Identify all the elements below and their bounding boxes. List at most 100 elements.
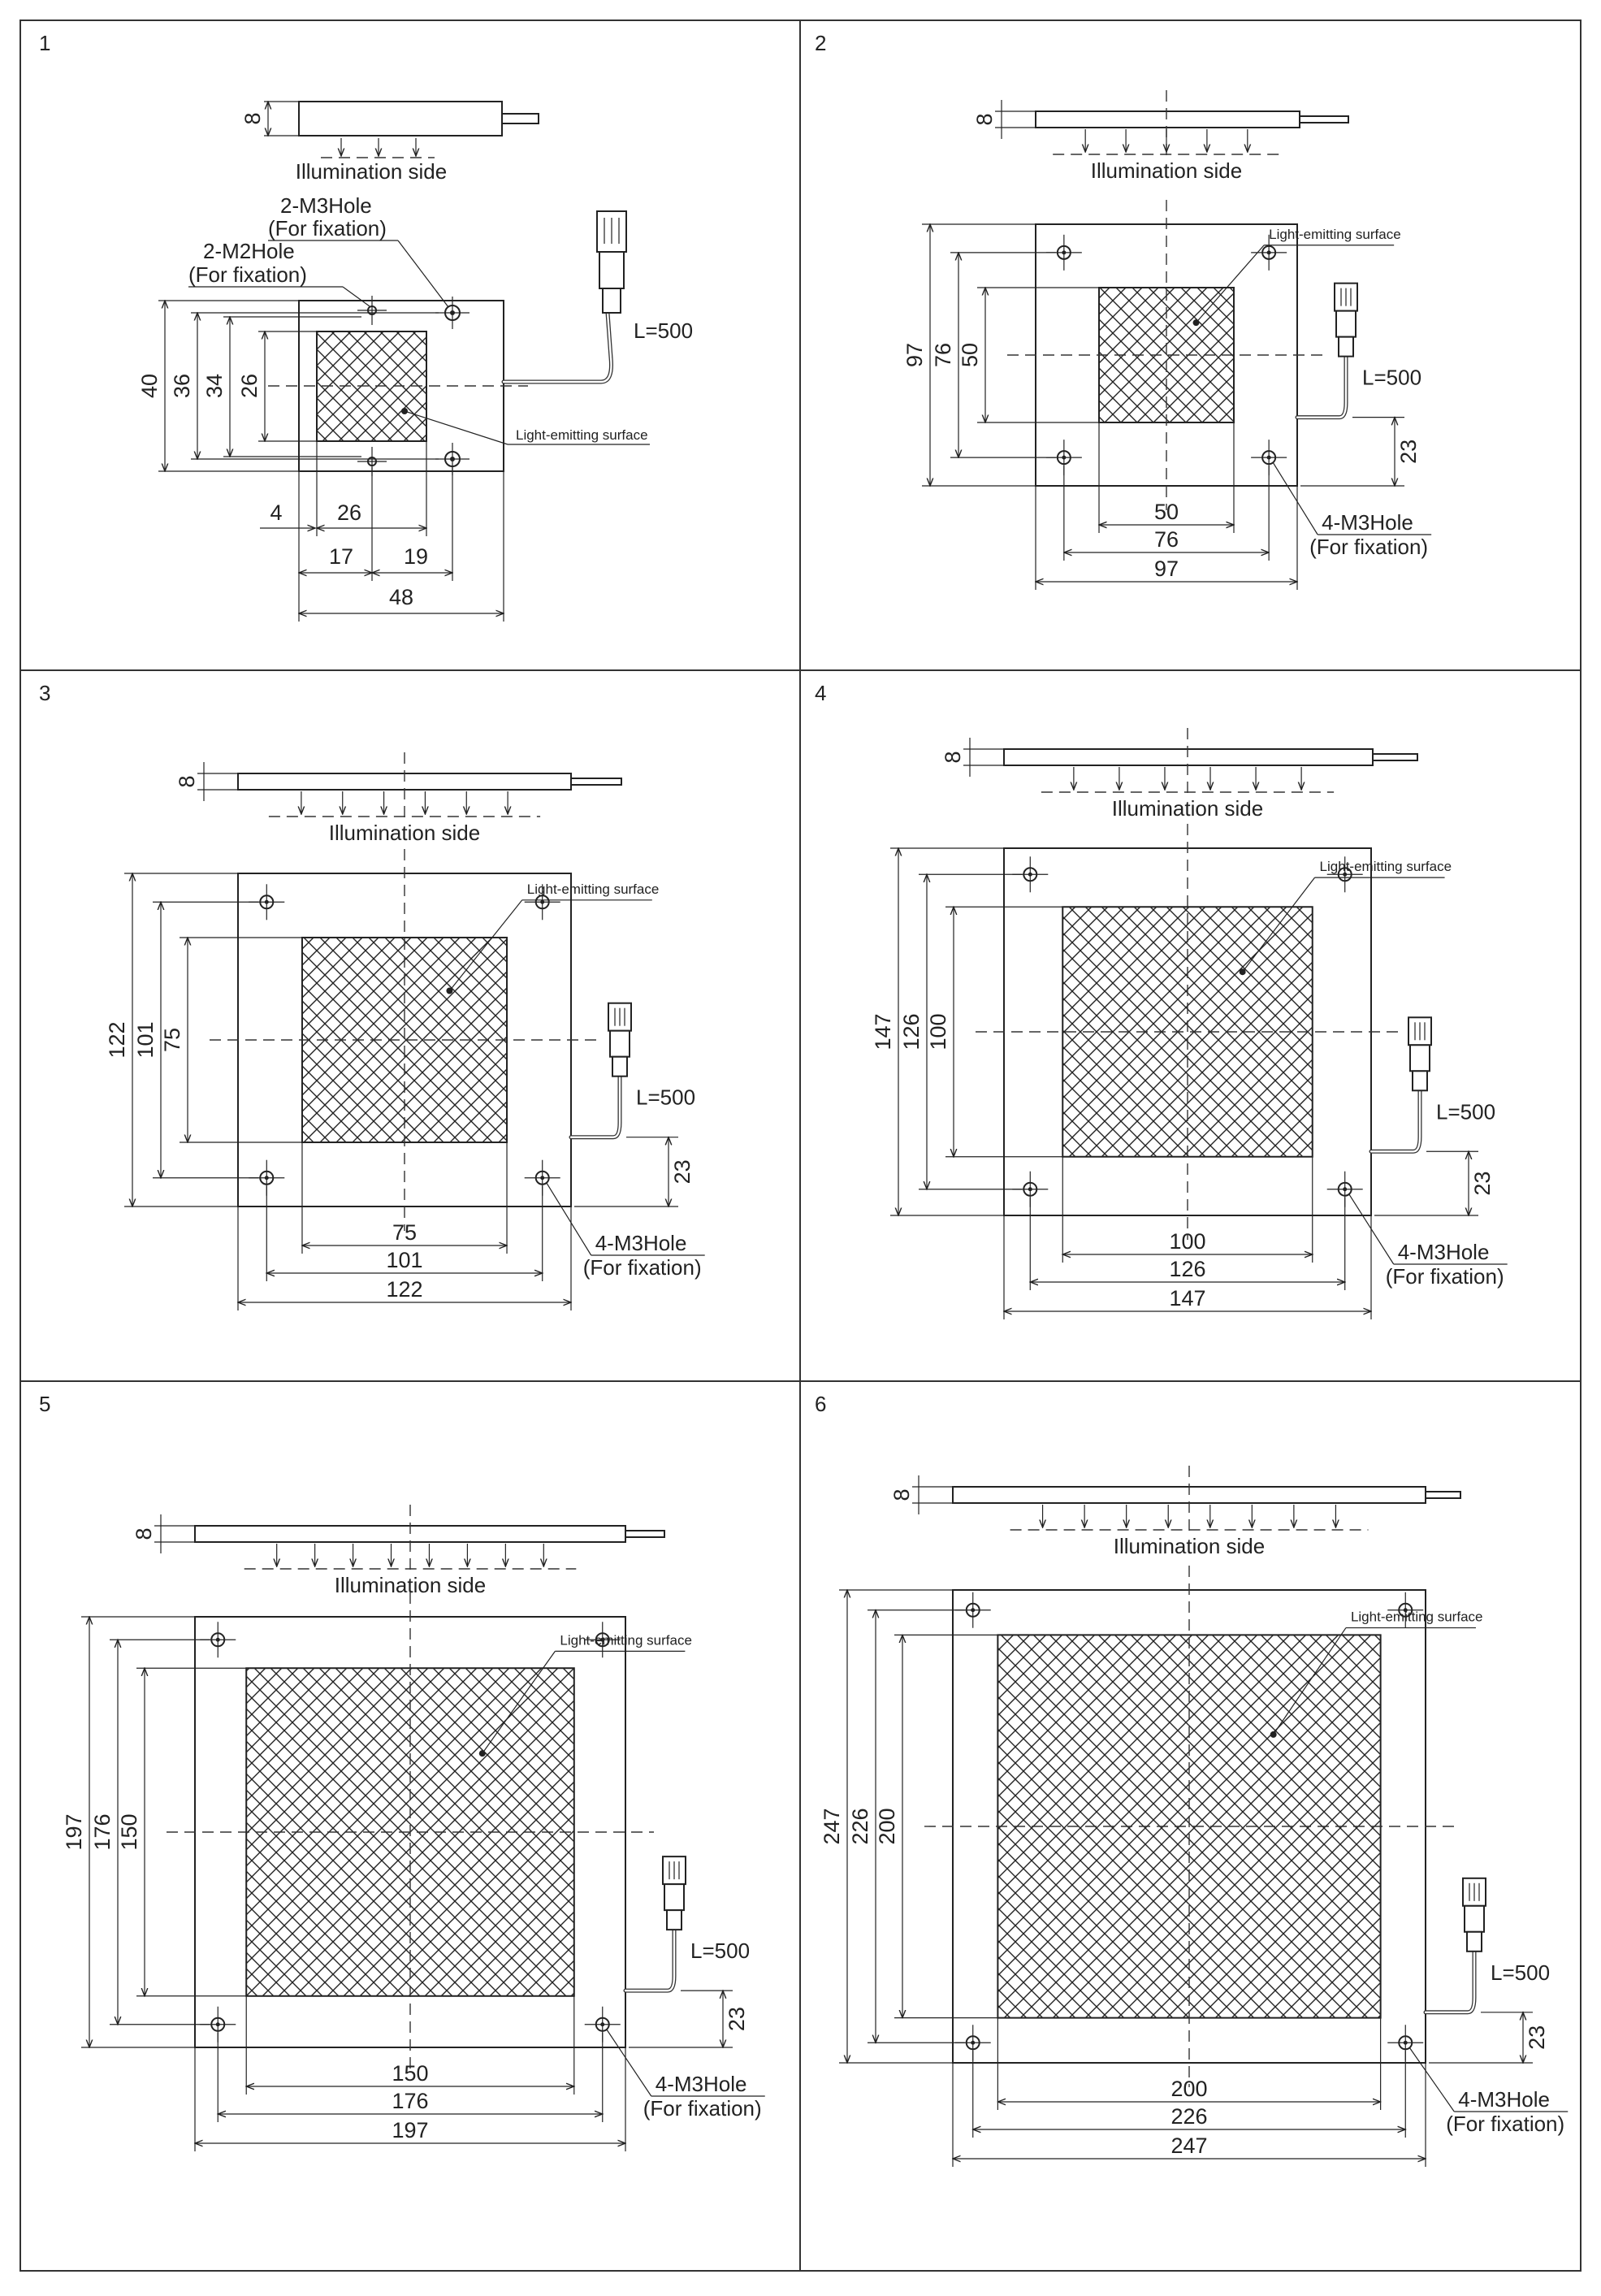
cable xyxy=(1369,1088,1422,1154)
dim-outer-h: 147 xyxy=(1169,1286,1205,1310)
dim-surface-h: 200 xyxy=(1170,2077,1207,2101)
panel-number: 5 xyxy=(39,1392,50,1416)
dim-outer: 122 xyxy=(105,1021,129,1058)
dim-holes-h: 76 xyxy=(1154,527,1179,552)
dim-surface: 50 xyxy=(958,343,982,367)
m3-hole-label: 4-M3Hole xyxy=(1322,510,1413,535)
light-emitting-surface xyxy=(316,331,427,442)
dim-holes: 176 xyxy=(90,1813,115,1850)
cable xyxy=(501,310,613,384)
dim-surface-h: 75 xyxy=(392,1220,417,1245)
dim-holes-h: 226 xyxy=(1170,2104,1207,2129)
dim-outer-h: 122 xyxy=(386,1277,422,1302)
dim-holes-h: 176 xyxy=(392,2089,428,2113)
panel-number: 4 xyxy=(815,681,826,705)
illumination-side-label: Illumination side xyxy=(1091,158,1242,183)
dim-40: 40 xyxy=(137,374,162,398)
panel-number: 6 xyxy=(815,1392,826,1416)
surface-label: Light-emitting surface xyxy=(527,882,660,897)
dim-surface: 200 xyxy=(875,1808,899,1844)
illumination-side-label: Illumination side xyxy=(1112,796,1263,821)
dim-36: 36 xyxy=(170,374,194,398)
cable xyxy=(1295,354,1348,420)
surface-label: Light-emitting surface xyxy=(560,1632,692,1648)
dim-surface: 100 xyxy=(926,1013,950,1050)
side-view-cable xyxy=(570,778,622,786)
illumination-side-label: Illumination side xyxy=(1114,1534,1265,1558)
thickness-label: 8 xyxy=(240,112,265,124)
cable-length-label: L=500 xyxy=(1362,366,1421,390)
cable xyxy=(1423,1949,1477,2015)
side-view-body xyxy=(298,101,503,136)
dim-holes: 226 xyxy=(848,1808,872,1844)
cable-length-label: L=500 xyxy=(636,1085,695,1110)
dim-outer: 197 xyxy=(62,1813,86,1850)
cable-length-label: L=500 xyxy=(690,1939,750,1963)
illumination-side-label: Illumination side xyxy=(296,159,447,184)
dim-26v: 26 xyxy=(237,374,262,398)
dim-holes-h: 126 xyxy=(1169,1257,1205,1281)
panel-number: 1 xyxy=(39,31,50,55)
dim-surface-h: 150 xyxy=(392,2061,428,2086)
dim-outer-h: 97 xyxy=(1154,557,1179,581)
surface-label: Light-emitting surface xyxy=(1351,1609,1483,1625)
side-view-body xyxy=(1035,110,1300,128)
dim-48: 48 xyxy=(389,585,413,609)
surface-label: Light-emitting surface xyxy=(1269,227,1401,242)
thickness-label: 8 xyxy=(941,751,965,763)
dim-outer-h: 247 xyxy=(1170,2134,1207,2158)
cable-offset-label: 23 xyxy=(1396,440,1421,464)
side-view-cable xyxy=(1299,115,1349,123)
panel-number: 2 xyxy=(815,31,826,55)
light-emitting-surface xyxy=(301,936,508,1144)
dim-19: 19 xyxy=(404,544,428,569)
dim-34: 34 xyxy=(202,374,227,398)
dim-holes-h: 101 xyxy=(386,1248,422,1272)
surface-label: Light-emitting surface xyxy=(1320,859,1452,874)
side-view-body xyxy=(1003,748,1374,766)
dim-holes: 126 xyxy=(899,1013,924,1050)
dim-26h: 26 xyxy=(337,500,361,525)
fixation-label: (For fixation) xyxy=(583,1255,702,1280)
side-view-cable xyxy=(1372,753,1418,761)
m3-hole-label: 4-M3Hole xyxy=(656,2072,747,2096)
m3-hole-label: 4-M3Hole xyxy=(595,1231,687,1255)
fixation-label: (For fixation) xyxy=(268,216,387,240)
panel-1: 1 8 Illumination side L=50 xyxy=(39,31,693,622)
cable-offset-label: 23 xyxy=(670,1159,694,1184)
dim-surface-h: 100 xyxy=(1169,1229,1205,1254)
dim-4: 4 xyxy=(270,500,282,525)
dim-holes: 101 xyxy=(133,1021,158,1058)
fixation-label: (For fixation) xyxy=(1446,2112,1564,2136)
surface-label: Light-emitting surface xyxy=(516,427,648,443)
side-view-cable xyxy=(501,113,539,124)
cable xyxy=(569,1074,622,1140)
dim-surface: 150 xyxy=(117,1813,141,1850)
side-view-cable xyxy=(1425,1491,1461,1499)
m3-hole-label: 2-M3Hole xyxy=(280,193,372,218)
thickness-label: 8 xyxy=(132,1527,156,1540)
cable-length-label: L=500 xyxy=(1491,1960,1550,1985)
panel-number: 3 xyxy=(39,681,50,705)
thickness-label: 8 xyxy=(889,1488,914,1501)
m3-hole-label: 4-M3Hole xyxy=(1398,1240,1490,1264)
illumination-side-label: Illumination side xyxy=(329,821,480,845)
m2-hole-label: 2-M2Hole xyxy=(203,239,295,263)
dim-outer: 247 xyxy=(820,1808,844,1844)
cable-length-label: L=500 xyxy=(1436,1099,1495,1124)
dim-surface-h: 50 xyxy=(1154,500,1179,524)
fixation-label: (For fixation) xyxy=(188,262,307,287)
cable-offset-label: 23 xyxy=(725,2007,749,2031)
fixation-label: (For fixation) xyxy=(643,2096,762,2121)
cable xyxy=(623,1927,677,1993)
dim-outer-h: 197 xyxy=(392,2118,428,2142)
dim-holes: 76 xyxy=(931,343,955,367)
thickness-label: 8 xyxy=(972,113,997,125)
